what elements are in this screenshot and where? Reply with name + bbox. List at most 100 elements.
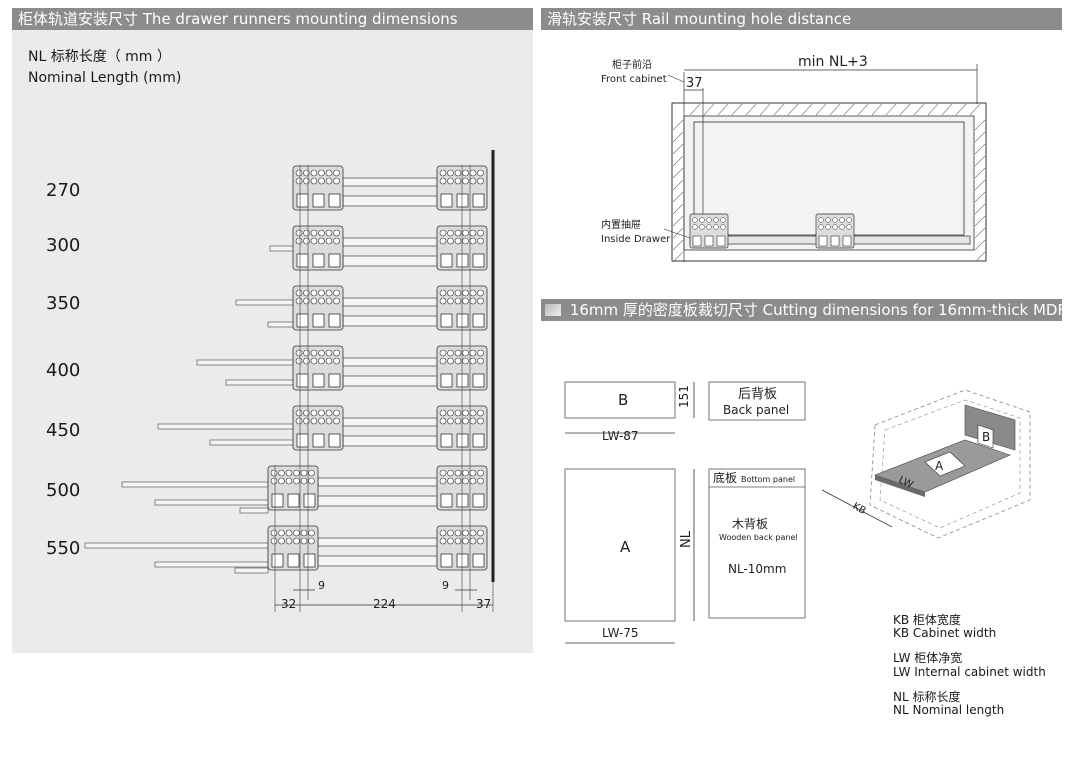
mdf-diagram: B 151 后背板 Back panel LW-87 A NL 底板 Botto…: [564, 381, 1031, 644]
legend-lw-en: LW Internal cabinet width: [893, 665, 1046, 679]
back-panel-cn: 后背板: [738, 387, 777, 402]
runner-row-4: [157, 405, 488, 451]
hatch-mark-right: [974, 227, 986, 239]
back-panel-en: Back panel: [723, 403, 789, 417]
hatch-mark-left: [672, 251, 684, 263]
nl10-text: NL-10mm: [728, 562, 786, 576]
runner-row-3: [196, 345, 488, 391]
length-550: 550: [46, 538, 81, 559]
b151-text: 151: [677, 385, 691, 408]
runner-rows: [84, 165, 488, 574]
cabinet-outer: [671, 102, 987, 262]
nl-text: NL: [679, 530, 694, 548]
rail-extension-5-0: [121, 481, 269, 488]
front-cabinet-cn: 柜子前沿: [612, 58, 652, 71]
dim-9a: 9: [318, 579, 325, 592]
hatch-mark: [955, 103, 967, 116]
length-450: 450: [46, 420, 81, 441]
hatch-mark: [717, 103, 729, 116]
hatch-mark: [969, 103, 981, 116]
front-bracket-2: [292, 285, 344, 331]
hatch-mark-left: [672, 203, 684, 215]
legend-nl-en: NL Nominal length: [893, 703, 1005, 717]
dim-9b: 9: [442, 579, 449, 592]
hatch-mark-left: [672, 191, 684, 203]
dim-32: 32: [281, 597, 296, 611]
legend-lw-cn: LW 柜体净宽: [893, 651, 963, 665]
panel-b-rect: [564, 381, 676, 419]
left-header: 柜体轨道安装尺寸 The drawer runners mounting dim…: [12, 8, 533, 30]
iso-b-panel: [977, 424, 994, 449]
hatch-mark: [731, 103, 743, 116]
panel-a-label: A: [620, 538, 631, 556]
right-bottom-header: 16mm 厚的密度板裁切尺寸 Cutting dimensions for 16…: [541, 299, 1062, 321]
front-bracket-5: [267, 465, 319, 511]
rail-extension-2-0: [235, 299, 294, 306]
back-panel-box: [708, 381, 806, 421]
length-300: 300: [46, 235, 81, 256]
hatch-mark: [913, 103, 925, 116]
bottom-panel-cn: 底板: [713, 470, 737, 485]
rail-extension-2-1: [267, 321, 294, 328]
right-top-header: 滑轨安装尺寸 Rail mounting hole distance: [541, 8, 1062, 30]
nl-label-en: Nominal Length (mm): [28, 70, 182, 86]
inside-drawer-en: Inside Drawer: [601, 234, 671, 245]
dim-37: 37: [476, 597, 491, 611]
hatch-mark: [773, 103, 785, 116]
bottom-panel-en: Bottom panel: [741, 475, 795, 484]
length-500: 500: [46, 480, 81, 501]
hatch-mark: [745, 103, 757, 116]
rail-extension-4-1: [209, 439, 294, 446]
front-cabinet-en: Front cabinet: [601, 74, 667, 85]
lw75-text: LW-75: [602, 626, 639, 640]
hatch-mark-left: [672, 215, 684, 227]
left-header-text: 柜体轨道安装尺寸 The drawer runners mounting dim…: [18, 10, 458, 28]
iso-kb-dim: [821, 489, 893, 528]
bottom-panel-box: [708, 468, 806, 619]
iso-cabinet-inner: [879, 399, 1021, 529]
hatch-mark-right: [974, 143, 986, 155]
rail-extension-3-1: [225, 379, 294, 386]
hatch-mark: [885, 103, 897, 116]
hatch-mark-right: [974, 215, 986, 227]
hatch-mark-right: [974, 167, 986, 179]
rail-bracket-front: [689, 213, 729, 249]
hatch-mark: [801, 103, 813, 116]
iso-kb-text: KB: [851, 501, 868, 517]
hatch-mark-left: [672, 155, 684, 167]
runner-row-2: [235, 285, 488, 331]
front-bracket-3: [292, 345, 344, 391]
dim-224: 224: [373, 597, 396, 611]
hatch-mark-right: [974, 251, 986, 263]
iso-bottom-edge: [875, 475, 925, 497]
runner-row-1: [269, 225, 488, 271]
right-top-header-text: 滑轨安装尺寸 Rail mounting hole distance: [547, 10, 852, 28]
wood-panel-en: Wooden back panel: [719, 533, 798, 542]
rail-extension-6-1: [154, 561, 269, 568]
nl-label-cn: NL 标称长度（ mm ）: [28, 49, 171, 65]
iso-a-panel: [924, 451, 966, 477]
inside-leader: [663, 228, 691, 239]
front-bracket-1: [292, 225, 344, 271]
hatch-mark: [871, 103, 883, 116]
hatch-mark: [829, 103, 841, 116]
legend-kb-cn: KB 柜体宽度: [893, 613, 961, 627]
hatch-mark-right: [974, 239, 986, 251]
rail-extension-6-0: [84, 542, 269, 549]
length-270: 270: [46, 180, 81, 201]
rail-extension-5-2: [239, 507, 269, 514]
iso-cabinet-outline: [869, 389, 1031, 539]
front-bracket-0: [292, 165, 344, 211]
hatch-mark-right: [974, 179, 986, 191]
runner-row-5: [121, 465, 488, 514]
mdf-icon: [545, 304, 561, 316]
hatch-mark: [899, 103, 911, 116]
rail-extension-6-2: [234, 567, 269, 574]
hatch-mark-left: [672, 227, 684, 239]
hatch-mark: [689, 103, 701, 116]
hatch-mark-right: [974, 191, 986, 203]
rail-extension-1-0: [269, 245, 294, 252]
hatch-mark-left: [672, 179, 684, 191]
legend-kb-en: KB Cabinet width: [893, 626, 997, 640]
